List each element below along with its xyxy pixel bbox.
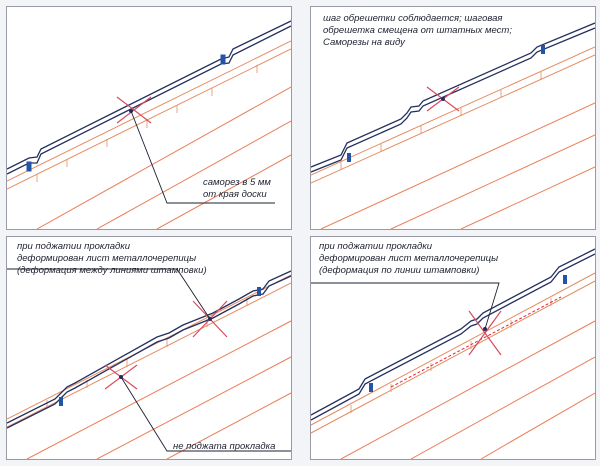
panel-top-right: шаг обрешетки соблюдается; шаговая обреш… <box>310 6 596 230</box>
panel-top-left: саморез в 5 мм от края доски <box>6 6 292 230</box>
roof-diagram <box>311 248 595 459</box>
batten-note: шаг обрешетки соблюдается; шаговая обреш… <box>323 13 512 48</box>
roof-diagram <box>7 20 291 229</box>
roof-diagram <box>7 268 291 459</box>
gasket-note: не поджата прокладка <box>173 441 276 452</box>
roof-diagram <box>311 22 595 229</box>
screw-note: саморез в 5 мм от края доски <box>203 177 271 200</box>
panel-bottom-right: при поджатии прокладки деформирован лист… <box>310 236 596 460</box>
panel-bottom-left: при поджатии прокладки деформирован лист… <box>6 236 292 460</box>
deformation-note: при поджатии прокладки деформирован лист… <box>319 241 499 276</box>
deformation-note: при поджатии прокладки деформирован лист… <box>17 241 207 276</box>
